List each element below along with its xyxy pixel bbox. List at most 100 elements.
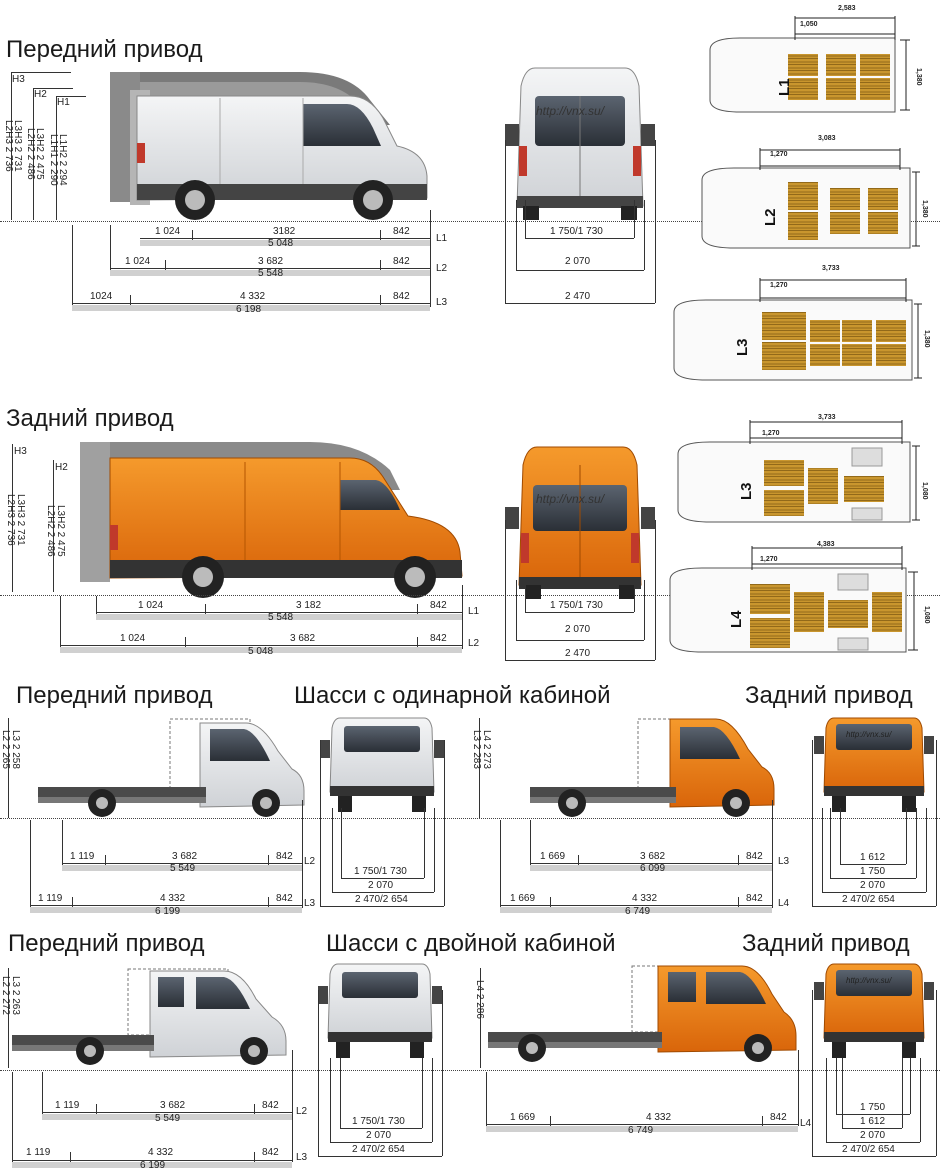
single-rear-rear-width2: 1 750: [860, 866, 886, 877]
plan-l3-sub-length: 1,270: [770, 282, 788, 289]
double-rear-l4-a: 1 669: [510, 1112, 536, 1123]
double-front-rear-view: [318, 963, 442, 1058]
rear-dim-l2-front-overhang: 1 024: [120, 633, 146, 644]
single-front-height-l3: L3 2 258: [10, 730, 21, 769]
double-front-height-l2: L2 2 272: [0, 976, 11, 1015]
ground-line-1: [0, 221, 940, 222]
floor-plan-rear-l4: [669, 546, 918, 653]
single-rear-l4-a: 1 669: [510, 893, 536, 904]
rear-dim-l2-wheelbase: 3 682: [290, 633, 316, 644]
single-front-l3-b: 4 332: [160, 893, 186, 904]
rear-dim-l2-rear-overhang: 842: [430, 633, 447, 644]
height-l2h3: L2H3 2 736: [3, 120, 14, 172]
double-front-l2-c: 842: [262, 1100, 279, 1111]
rear-plan-l4-tag: L4: [728, 610, 745, 628]
double-rear-rear-view: [814, 963, 934, 1058]
single-front-l2-a: 1 119: [70, 851, 95, 862]
dim-l3-total: 6 198: [236, 304, 262, 315]
dim-l1-front-overhang: 1 024: [155, 226, 181, 237]
height-tag-h1: H1: [57, 97, 70, 108]
dim-l3-front-overhang: 1024: [90, 291, 113, 302]
ground-line-2: [0, 595, 940, 596]
rear-plan-l3-sub-length: 1,270: [762, 430, 780, 437]
rear-plan-l3-width: 1,080: [921, 482, 928, 500]
height-l2h2: L2H2 2 486: [25, 128, 36, 180]
double-front-side-view: [12, 968, 287, 1065]
double-rear-rear-mirrors: 2 470/2 654: [842, 1144, 895, 1155]
height-l3h2: L3H2 2 475: [34, 128, 45, 180]
double-rear-rear-width: 2 070: [860, 1130, 886, 1141]
double-rear-tag-l4: L4: [800, 1118, 812, 1129]
rear-van-rear-view: [505, 446, 655, 599]
single-front-l2-c: 842: [276, 851, 293, 862]
watermark-double-rear: http://vnx.su/: [846, 976, 892, 985]
rear-height-tag-h3: H3: [14, 446, 27, 457]
front-van-rear-view: [505, 67, 655, 220]
single-front-rear-mirrors: 2 470/2 654: [355, 894, 408, 905]
single-front-tag-l2: L2: [304, 856, 316, 867]
double-front-rear-width: 2 070: [366, 1130, 392, 1141]
rear-height-l3h3: L3H3 2 731: [15, 494, 26, 546]
single-rear-tag-l3: L3: [778, 856, 790, 867]
plan-l3-tag: L3: [734, 338, 751, 356]
rear-track-front: 1 750/1 730: [550, 226, 603, 237]
double-front-l2-a: 1 119: [55, 1100, 80, 1111]
height-l3h3: L3H3 2 731: [12, 120, 23, 172]
double-front-l2-total: 5 549: [155, 1113, 181, 1124]
plan-l1-total-length: 2,583: [838, 5, 856, 12]
plan-l2-tag: L2: [762, 208, 779, 226]
single-rear-l4-total: 6 749: [625, 906, 651, 917]
plan-l1-sub-length: 1,050: [800, 21, 818, 28]
section-title-front-van: Передний привод: [6, 36, 203, 63]
rear-height-l2h3: L2H3 2 736: [5, 494, 16, 546]
tag-l3: L3: [436, 297, 448, 308]
single-rear-l3-total: 6 099: [640, 863, 666, 874]
rear-van-track: 1 750/1 730: [550, 600, 603, 611]
single-front-l2-total: 5 549: [170, 863, 196, 874]
rear-van-mirrors: 2 470: [565, 648, 591, 659]
plan-l2-sub-length: 1,270: [770, 151, 788, 158]
single-front-l3-c: 842: [276, 893, 293, 904]
dim-l3-rear-overhang: 842: [393, 291, 410, 302]
single-rear-rear-mirrors: 2 470/2 654: [842, 894, 895, 905]
single-rear-l4-b: 4 332: [632, 893, 658, 904]
front-van-side-view: [136, 95, 428, 220]
rear-tag-l1: L1: [468, 606, 480, 617]
plan-l2-width: 1,380: [921, 200, 928, 218]
ground-line-4: [0, 1070, 940, 1071]
dim-l2-front-overhang: 1 024: [125, 256, 151, 267]
double-rear-rear-track: 1 750: [860, 1102, 886, 1113]
single-rear-rear-view: [814, 717, 934, 812]
rear-width-front: 2 070: [565, 256, 591, 267]
single-rear-l4-c: 842: [746, 893, 763, 904]
single-rear-rear-width: 2 070: [860, 880, 886, 891]
section-title-single-rear: Задний привод: [745, 682, 913, 709]
double-front-rear-track: 1 750/1 730: [352, 1116, 405, 1127]
plan-l1-tag: L1: [776, 78, 793, 96]
height-tag-h3: H3: [12, 74, 25, 85]
rear-van-width: 2 070: [565, 624, 591, 635]
double-rear-l4-b: 4 332: [646, 1112, 672, 1123]
height-l1h1: L1H1 2 290: [48, 134, 59, 186]
watermark-rear-van: http://vnx.su/: [536, 492, 605, 506]
dim-l3-wheelbase: 4 332: [240, 291, 266, 302]
single-front-side-view: [38, 718, 305, 817]
single-rear-l3-b: 3 682: [640, 851, 666, 862]
single-front-l2-b: 3 682: [172, 851, 198, 862]
single-front-tag-l3: L3: [304, 898, 316, 909]
double-rear-side-view: [488, 965, 797, 1062]
dim-l2-total: 5 548: [258, 268, 284, 279]
single-rear-height-l3: L3 2 283: [471, 730, 482, 769]
single-front-l3-total: 6 199: [155, 906, 181, 917]
height-l1h2: L1H2 2 294: [57, 134, 68, 186]
dim-l2-wheelbase: 3 682: [258, 256, 284, 267]
rear-dim-l1-wheelbase: 3 182: [296, 600, 322, 611]
rear-plan-l4-total-length: 4,383: [817, 541, 835, 548]
section-title-double-front: Передний привод: [8, 930, 205, 957]
double-rear-rear-width2: 1 612: [860, 1116, 886, 1127]
watermark-single-rear: http://vnx.su/: [846, 730, 892, 739]
dim-l1-total: 5 048: [268, 238, 294, 249]
single-rear-height-l4: L4 2 273: [481, 730, 492, 769]
double-front-rear-mirrors: 2 470/2 654: [352, 1144, 405, 1155]
floor-plan-l3: [673, 278, 922, 381]
